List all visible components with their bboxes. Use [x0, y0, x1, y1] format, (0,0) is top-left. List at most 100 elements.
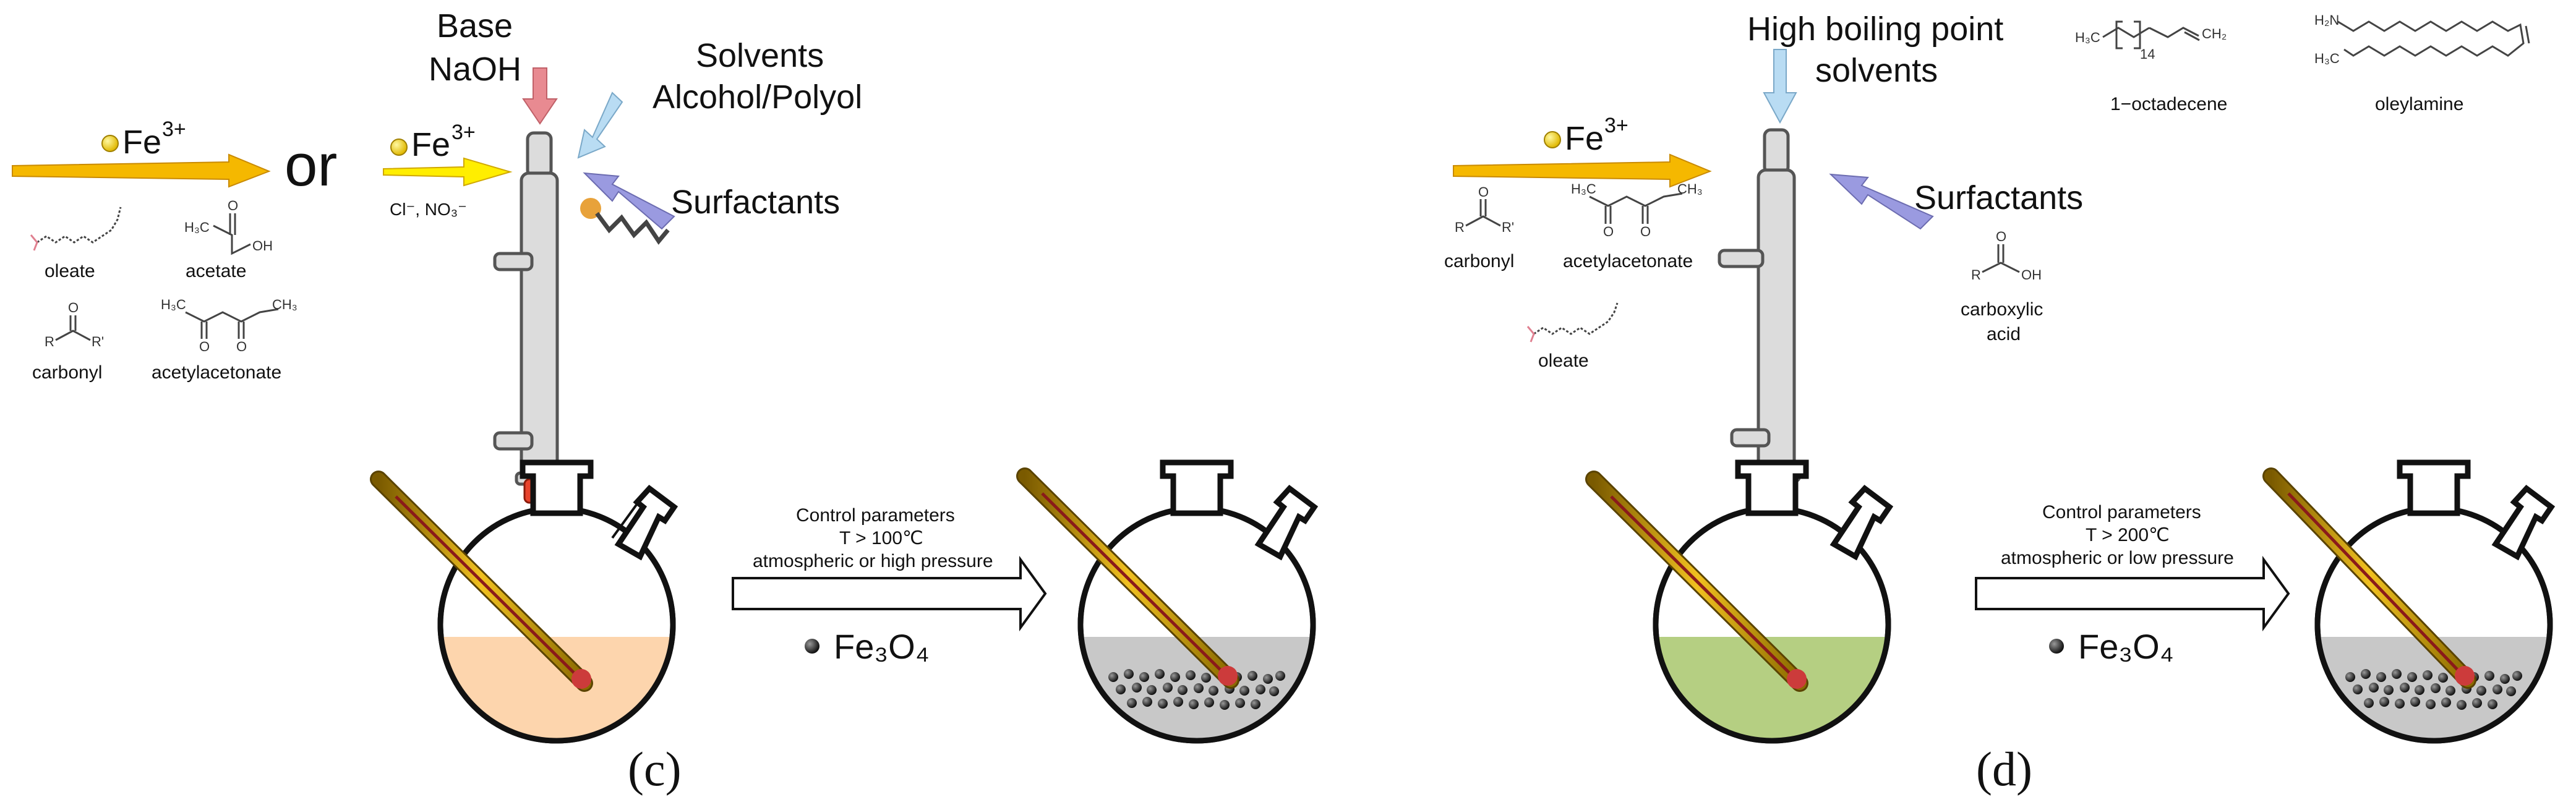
carbonyl-r-c: R	[45, 334, 54, 349]
thermometer-d1	[1585, 471, 1808, 692]
carbonyl-rp-d: R'	[1502, 220, 1514, 235]
control-title-c: Control parameters	[796, 505, 955, 526]
fe-charge-2: 3+	[451, 121, 476, 144]
carboxylic-o: O	[1996, 229, 2006, 244]
acac-structure-d	[1589, 192, 1683, 224]
panel-c: Fe 3+ or Fe 3+ Cl⁻, NO₃⁻ oleate O H₃C O H…	[12, 7, 1319, 796]
octadecene-structure	[2102, 20, 2200, 49]
oleate-structure	[30, 207, 122, 251]
acac-ch3-c: CH₃	[272, 297, 297, 312]
thermometer-c1	[370, 471, 593, 692]
carbonyl-r-d: R	[1455, 220, 1465, 235]
reaction-arrow-d	[1975, 555, 2290, 632]
oleylamine-h2n: H₂N	[2314, 12, 2339, 28]
octadecene-14: 14	[2140, 46, 2155, 62]
octadecene-ch2: CH₂	[2202, 26, 2227, 41]
carbonyl-rp-c: R'	[92, 334, 104, 349]
thermometer-c2	[1016, 467, 1239, 689]
fe-label-2: Fe	[411, 126, 450, 163]
surfactant-tail-c	[595, 211, 670, 245]
iron-arrow-d	[1453, 153, 1712, 188]
product-d: Fe₃O₄	[2078, 627, 2174, 666]
solvent-octadecene: 1−octadecene	[2110, 94, 2227, 114]
precursor-carbonyl: carbonyl	[32, 362, 102, 383]
base-reagent: NaOH	[429, 51, 521, 88]
control-pressure-d: atmospheric or low pressure	[2001, 548, 2234, 568]
surfactant-arrow-c	[583, 172, 675, 230]
acac-h3c-c: H₃C	[161, 297, 186, 312]
product-c: Fe₃O₄	[834, 627, 930, 666]
carboxylic-oh: OH	[2021, 267, 2042, 283]
np-dot-d	[2049, 639, 2064, 654]
flask-d-after	[2262, 459, 2556, 744]
flask-d-before	[1585, 459, 1894, 744]
acac-o1-d: O	[1603, 224, 1614, 239]
acetate-o: O	[228, 198, 238, 213]
oleate-structure-d	[1526, 302, 1619, 343]
counter-ions: Cl⁻, NO₃⁻	[390, 200, 467, 219]
acetate-h3c: H₃C	[184, 220, 210, 235]
carbonyl-o-d: O	[1478, 184, 1489, 200]
precursor-carbonyl-d: carbonyl	[1444, 251, 1514, 271]
fe-charge-d: 3+	[1604, 114, 1628, 137]
acac-h3c-d: H₃C	[1571, 181, 1596, 197]
fe-label-1: Fe	[122, 124, 161, 161]
base-label: Base	[437, 7, 513, 45]
fe-label-d: Fe	[1565, 120, 1604, 157]
solvents-type-c: Alcohol/Polyol	[653, 79, 862, 116]
flask-c-before	[370, 459, 678, 744]
iron-arrow-2	[383, 157, 513, 187]
precursor-oleate: oleate	[45, 261, 95, 281]
acac-o2-c: O	[236, 339, 247, 354]
precursor-oleate-d: oleate	[1538, 351, 1589, 371]
iron-arrow-1	[12, 153, 271, 188]
surfactants-label-d: Surfactants	[1914, 179, 2083, 216]
precursor-acetylacetonate: acetylacetonate	[152, 362, 281, 383]
or-text: or	[285, 132, 337, 198]
fe-dot-2	[390, 139, 408, 156]
acac-o1-c: O	[199, 339, 210, 354]
reaction-arrow-c	[732, 555, 1047, 632]
panel-label-c: (c)	[628, 742, 682, 796]
panel-d: Fe 3+ O R R' carbonyl H₃C CH₃ O O acetyl…	[1444, 11, 2556, 796]
carboxylic-r: R	[1971, 267, 1981, 283]
fe-dot-d	[1544, 131, 1561, 148]
solvent-oleylamine: oleylamine	[2375, 94, 2463, 114]
precursor-acetate: acetate	[186, 261, 246, 281]
acac-o2-d: O	[1640, 224, 1651, 239]
acetate-structure	[213, 213, 251, 255]
solvents-type-d: solvents	[1815, 52, 1938, 89]
surfactants-label-c: Surfactants	[671, 184, 840, 221]
solvent-arrow-d	[1763, 49, 1797, 124]
solvents-label-c: Solvents	[696, 37, 824, 74]
carbonyl-structure-d	[1465, 199, 1501, 227]
surfactant-head-c	[580, 198, 601, 219]
panel-label-d: (d)	[1976, 742, 2032, 796]
control-pressure-c: atmospheric or high pressure	[753, 551, 993, 571]
solvent-arrow-c	[577, 92, 623, 159]
control-temp-c: T > 100℃	[839, 528, 923, 548]
acac-structure-c	[185, 308, 279, 339]
carbonyl-structure-c	[55, 315, 91, 341]
control-temp-d: T > 200℃	[2086, 525, 2170, 545]
octadecene-h3c: H₃C	[2075, 30, 2100, 45]
base-arrow	[522, 67, 558, 125]
carbonyl-o-c: O	[68, 300, 79, 315]
solvents-label-d: High boiling point	[1747, 11, 2003, 48]
precursor-acetylacetonate-d: acetylacetonate	[1563, 251, 1693, 271]
surfactant-type-line1: carboxylic	[1961, 299, 2043, 320]
acac-ch3-d: CH₃	[1677, 181, 1703, 197]
oleylamine-h3c: H₃C	[2314, 51, 2340, 66]
fe-charge-1: 3+	[162, 117, 186, 141]
nanoparticles-d	[2345, 669, 2522, 710]
flask-c-after	[1016, 459, 1319, 744]
surfactant-type-line2: acid	[1987, 324, 2021, 344]
fe-dot-1	[101, 135, 119, 152]
control-title-d: Control parameters	[2042, 502, 2201, 522]
thermometer-d2	[2262, 467, 2476, 689]
surfactant-arrow-d	[1829, 173, 1934, 230]
carboxylic-acid-structure	[1982, 244, 2020, 273]
np-dot-c	[805, 639, 819, 654]
oleylamine-structure	[2337, 20, 2530, 57]
